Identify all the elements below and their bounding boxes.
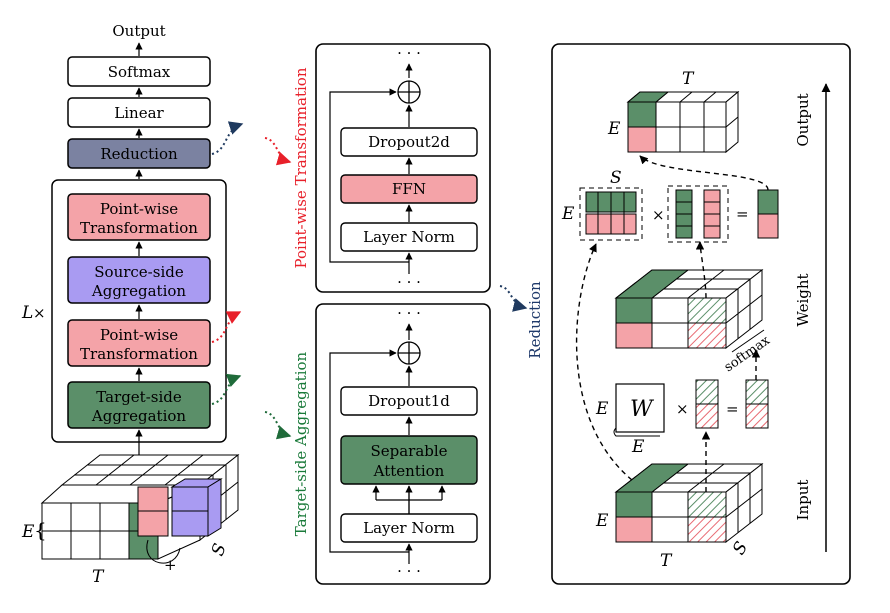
linear-label: Linear [114,104,164,122]
w-input-vector [695,379,719,429]
w-E-bottom-label: E [631,437,645,457]
s-matrix-E-label: E [561,204,575,224]
input-tensor-right [614,462,764,544]
source-aggregation-box [67,256,211,304]
left-T-label: T [92,567,105,587]
source-line1: Source-side [94,263,184,281]
ta-attention-box [340,435,478,485]
pointwise-top-line1: Point-wise [100,200,178,218]
layers-times: × [33,304,46,322]
target-line2: Aggregation [91,407,186,425]
pw-norm-box [340,222,478,252]
s-matrix-label: S [610,168,622,188]
left-stack: Output Softmax Linear Reduction L × Poin… [21,22,227,455]
target-aggregation-box [67,381,211,429]
reduction-side-label: Reduction [526,281,544,359]
pointwise-detail-panel: · · · Dropout2d FFN Layer Norm · · · [315,43,491,293]
ta-norm-label: Layer Norm [363,519,455,537]
target-dotted-arrow [211,373,242,405]
input-E-label: E [595,511,609,531]
ta-dropout-label: Dropout1d [368,392,450,410]
softmax-box [67,56,211,87]
layers-symbol: L [21,303,33,323]
output-T-label: T [682,69,695,89]
weight-tensor [614,268,764,350]
ta-attention-line1: Separable [370,442,447,460]
phase-output-label: Output [794,93,812,146]
input-tensor-left [40,453,240,560]
target-incoming-arrow [264,411,292,440]
pointwise-box-bottom [67,319,211,367]
target-side-label: Target-side Aggregation [292,351,310,536]
pw-norm-label: Layer Norm [363,228,455,246]
svg-text:{: { [34,518,47,542]
ta-dropout-box [340,386,478,416]
reduction-box [67,138,211,169]
source-line2: Aggregation [91,282,186,300]
times-symbol-1: × [652,206,665,224]
pw-dots-bottom: · · · [397,273,421,291]
pointwise-bottom-line2: Transformation [80,345,198,363]
left-S-label: S [208,541,231,559]
pw-dropout-label: Dropout2d [368,133,450,151]
s-matrix [585,191,637,235]
ta-dots-top: · · · [397,304,421,322]
result-vector [757,189,779,239]
pointwise-incoming-arrow [264,137,292,166]
w-symbol: W [630,397,655,422]
input-T-label: T [660,551,673,571]
pointwise-side-label: Point-wise Transformation [292,67,310,268]
weight-vectors [675,189,721,239]
softmax-label: Softmax [108,63,171,81]
reduction-dotted-arrow [211,121,244,155]
left-plus-label: + [164,556,177,574]
pw-ffn-label: FFN [392,180,426,198]
ta-norm-box [340,513,478,543]
ta-attention-line2: Attention [373,462,445,480]
equals-symbol-2: = [726,400,739,418]
pw-dots-top: · · · [397,44,421,62]
reduction-label: Reduction [100,145,178,163]
ta-dots-bottom: · · · [397,562,421,580]
target-line1: Target-side [96,388,182,406]
output-tensor [626,90,740,154]
w-matrix [613,383,665,437]
pointwise-box-top [67,193,211,241]
pointwise-bottom-line1: Point-wise [100,326,178,344]
output-label: Output [112,22,165,40]
pw-dropout-box [340,127,478,157]
output-E-label: E [607,119,621,139]
times-symbol-2: × [676,400,689,418]
reduction-incoming-arrow [499,285,528,312]
target-detail-panel: · · · Dropout1d Separable Attention Laye… [315,303,491,585]
pointwise-top-line2: Transformation [80,219,198,237]
phase-input-label: Input [794,480,812,521]
linear-box [67,97,211,128]
w-output-vector [745,379,769,429]
reduction-detail-panel: Output Weight Input T E [551,43,851,585]
pw-ffn-box [340,174,478,204]
left-E-label: E [21,522,35,542]
equals-symbol-1: = [736,205,749,223]
pointwise-dotted-arrow [211,311,242,343]
phase-weight-label: Weight [794,273,812,326]
w-E-left-label: E [595,399,609,419]
